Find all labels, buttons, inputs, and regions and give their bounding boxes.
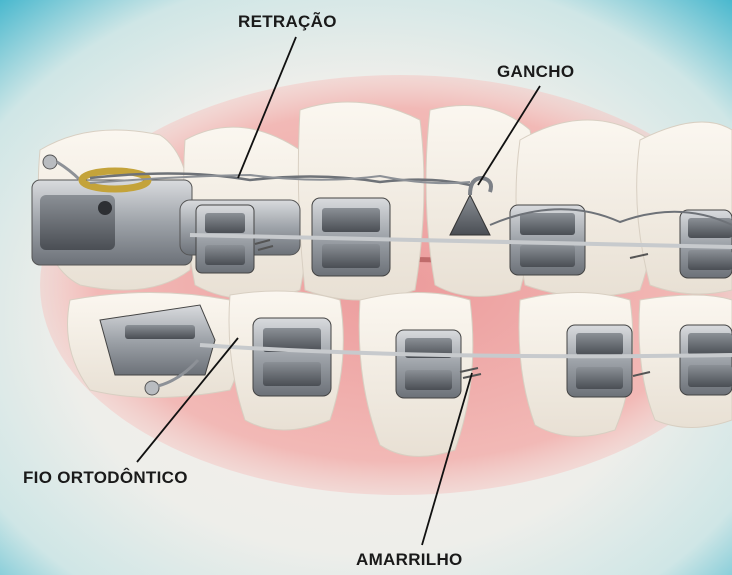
label-fio-ortodontico: FIO ORTODÔNTICO [23,468,188,488]
label-retracao: RETRAÇÃO [238,12,337,32]
label-amarrilho: AMARRILHO [356,550,463,570]
label-gancho: GANCHO [497,62,574,82]
